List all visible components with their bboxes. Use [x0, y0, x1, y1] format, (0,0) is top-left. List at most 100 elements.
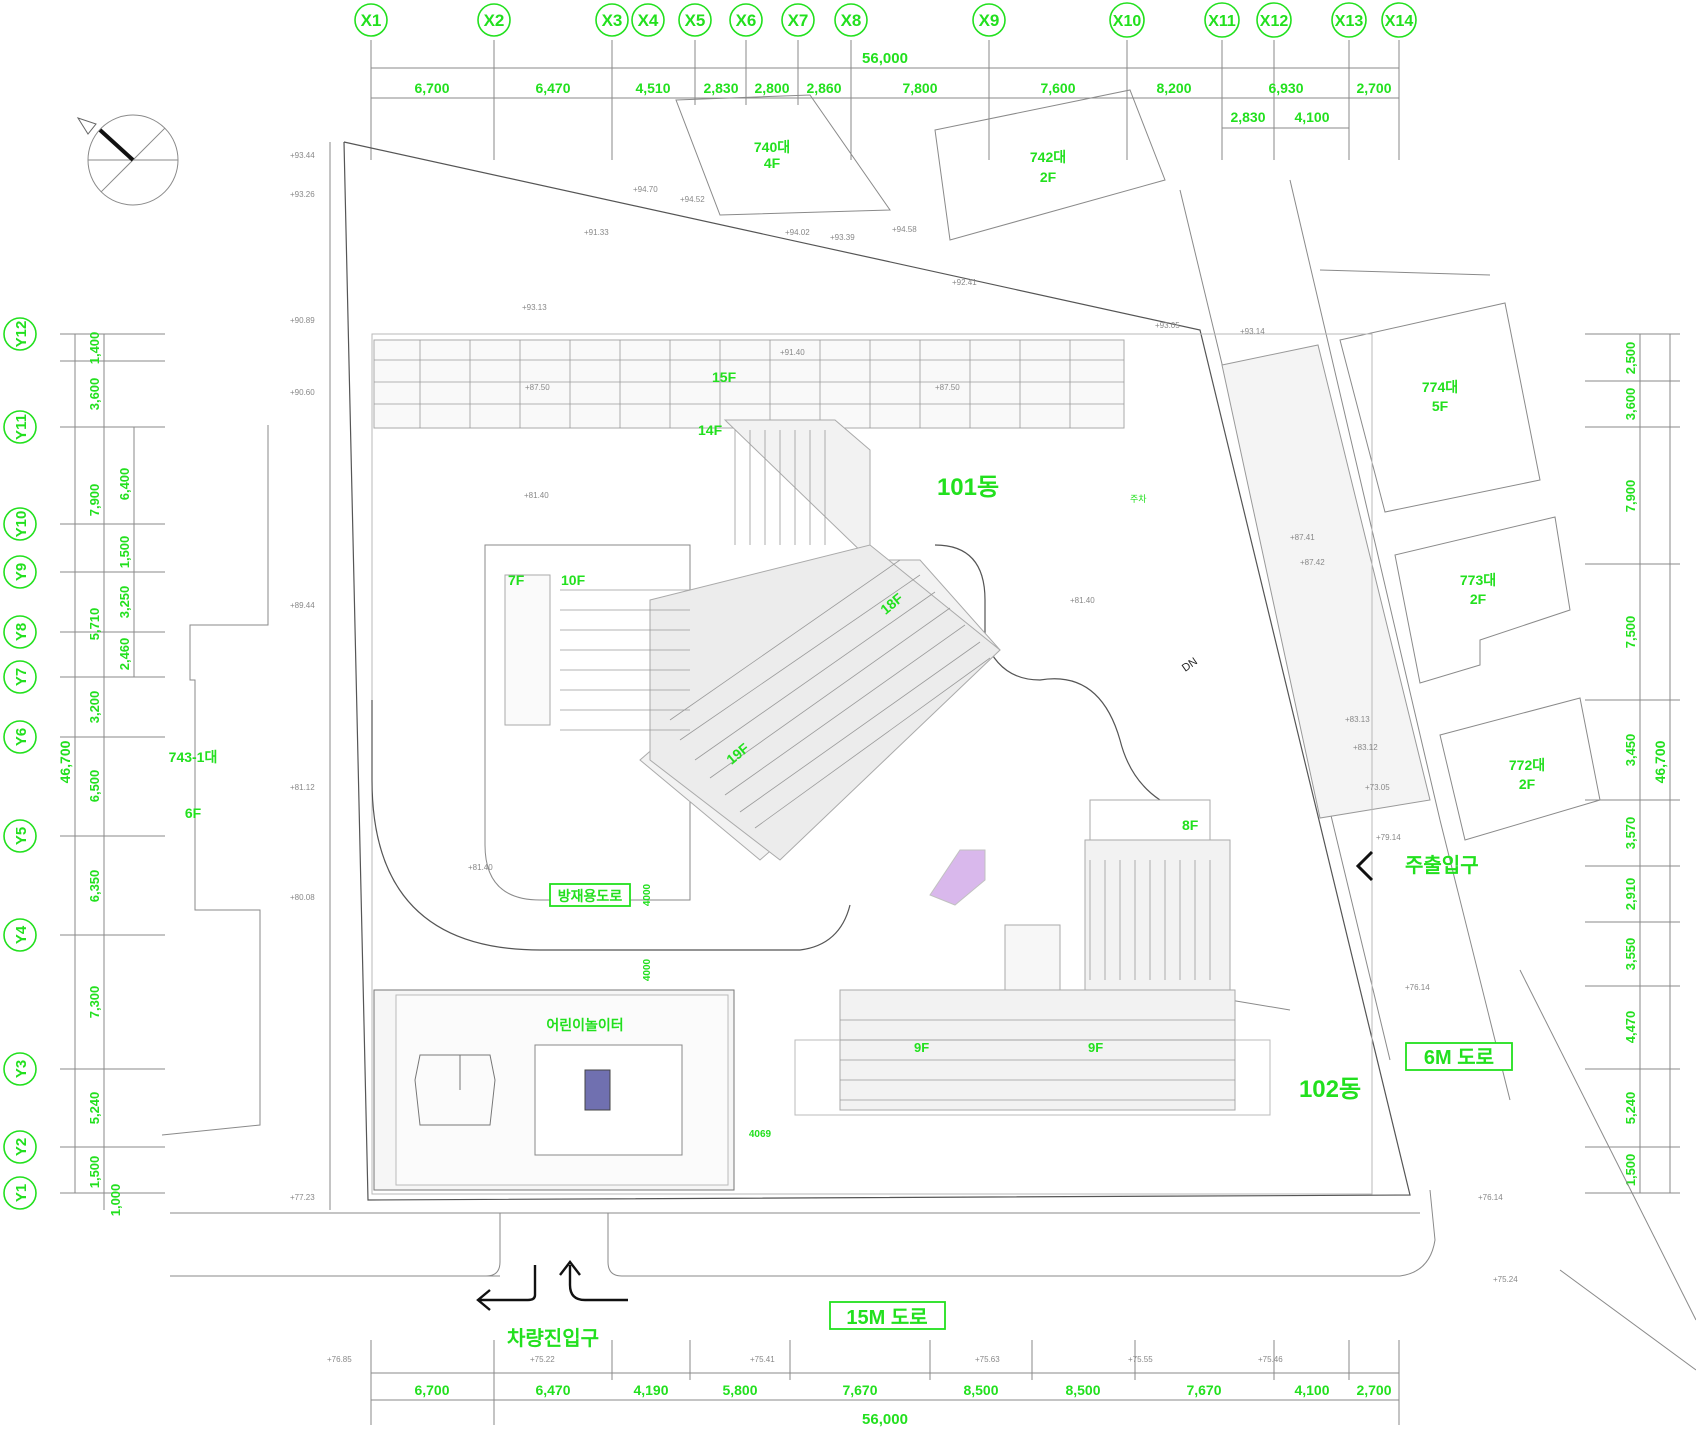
svg-text:15F: 15F: [712, 369, 737, 385]
arrow-left-icon: [1355, 850, 1374, 882]
svg-text:+93.14: +93.14: [1240, 327, 1265, 336]
svg-text:6,470: 6,470: [535, 80, 570, 96]
svg-text:+93.13: +93.13: [522, 303, 547, 312]
svg-text:+93.26: +93.26: [290, 190, 315, 199]
svg-text:2,500: 2,500: [1623, 342, 1638, 375]
svg-text:9F: 9F: [1088, 1040, 1103, 1055]
svg-text:4,470: 4,470: [1623, 1011, 1638, 1044]
svg-text:+76.14: +76.14: [1405, 983, 1430, 992]
svg-text:8F: 8F: [1182, 817, 1199, 833]
svg-text:+75.24: +75.24: [1493, 1275, 1518, 1284]
svg-text:3,550: 3,550: [1623, 938, 1638, 971]
svg-text:+75.63: +75.63: [975, 1355, 1000, 1364]
svg-text:+75.55: +75.55: [1128, 1355, 1153, 1364]
svg-text:X12: X12: [1260, 13, 1289, 30]
svg-text:X3: X3: [602, 11, 623, 30]
svg-text:X7: X7: [788, 11, 809, 30]
svg-text:102동: 102동: [1299, 1076, 1361, 1103]
grid-bubble-x8: X8: [834, 3, 868, 37]
svg-text:7,900: 7,900: [87, 484, 102, 517]
svg-text:X14: X14: [1385, 13, 1414, 30]
svg-text:2,700: 2,700: [1356, 80, 1391, 96]
svg-text:6,500: 6,500: [87, 770, 102, 803]
svg-text:Y9: Y9: [13, 563, 30, 581]
svg-text:56,000: 56,000: [862, 1411, 908, 1428]
svg-text:6,700: 6,700: [414, 80, 449, 96]
svg-text:+94.52: +94.52: [680, 195, 705, 204]
grid-bubble-x1: X1: [354, 3, 388, 37]
svg-text:+93.39: +93.39: [830, 233, 855, 242]
grid-bubble-x3: X3: [595, 3, 629, 37]
svg-text:3,450: 3,450: [1623, 734, 1638, 767]
svg-text:14F: 14F: [698, 422, 723, 438]
svg-text:Y8: Y8: [13, 623, 30, 641]
bottom-dimensions: 6,700 6,470 4,190 5,800 7,670 8,500 8,50…: [370, 1340, 1400, 1428]
svg-text:9F: 9F: [914, 1040, 929, 1055]
svg-text:6M 도로: 6M 도로: [1424, 1047, 1494, 1069]
svg-text:7,670: 7,670: [842, 1382, 877, 1398]
svg-text:56,000: 56,000: [862, 50, 908, 67]
building-site: [371, 333, 1373, 1195]
svg-text:7F: 7F: [508, 572, 525, 588]
svg-text:7,500: 7,500: [1623, 616, 1638, 649]
svg-text:+91.33: +91.33: [584, 228, 609, 237]
svg-text:740대: 740대: [754, 139, 790, 155]
svg-text:Y6: Y6: [13, 728, 30, 746]
svg-text:X8: X8: [841, 11, 862, 30]
sidewalk-hatch: [1221, 344, 1431, 819]
svg-text:+76.85: +76.85: [327, 1355, 352, 1364]
svg-text:4,100: 4,100: [1294, 109, 1329, 125]
svg-text:3,600: 3,600: [1623, 388, 1638, 421]
svg-text:5,240: 5,240: [1623, 1092, 1638, 1125]
svg-text:X4: X4: [638, 11, 659, 30]
grid-bubble-x4: X4: [631, 3, 665, 37]
neighbor-buildings: 740대 4F 742대 2F 774대 5F 773대 2F 772대 2F …: [161, 89, 1601, 1136]
svg-text:+83.13: +83.13: [1345, 715, 1370, 724]
svg-text:773대: 773대: [1460, 572, 1496, 588]
svg-text:+89.44: +89.44: [290, 601, 315, 610]
north-arrow-icon: [76, 114, 179, 206]
svg-text:4,510: 4,510: [635, 80, 670, 96]
svg-text:+93.05: +93.05: [1155, 321, 1180, 330]
grid-bubble-x5: X5: [678, 3, 712, 37]
svg-text:3,250: 3,250: [117, 586, 132, 619]
svg-text:+73.05: +73.05: [1365, 783, 1390, 792]
svg-text:+94.70: +94.70: [633, 185, 658, 194]
svg-text:3,200: 3,200: [87, 691, 102, 724]
svg-text:Y10: Y10: [13, 511, 30, 538]
arrow-in-icon: [476, 1265, 537, 1311]
svg-text:Y1: Y1: [13, 1184, 30, 1202]
svg-text:2,460: 2,460: [117, 638, 132, 671]
svg-text:+81.40: +81.40: [1070, 596, 1095, 605]
svg-text:2,830: 2,830: [703, 80, 738, 96]
svg-text:Y2: Y2: [13, 1138, 30, 1156]
svg-text:8,200: 8,200: [1156, 80, 1191, 96]
svg-text:4069: 4069: [749, 1129, 772, 1140]
svg-text:2,860: 2,860: [806, 80, 841, 96]
svg-text:주출입구: 주출입구: [1405, 854, 1479, 877]
svg-text:7,300: 7,300: [87, 986, 102, 1019]
svg-text:742대: 742대: [1030, 149, 1066, 165]
svg-text:15M 도로: 15M 도로: [846, 1307, 927, 1329]
svg-text:+77.23: +77.23: [290, 1193, 315, 1202]
svg-text:772대: 772대: [1509, 757, 1545, 773]
grid-bubble-x6: X6: [729, 3, 763, 37]
svg-text:6F: 6F: [185, 805, 202, 821]
svg-text:+94.58: +94.58: [892, 225, 917, 234]
svg-text:+92.41: +92.41: [952, 278, 977, 287]
svg-text:6,400: 6,400: [117, 468, 132, 501]
svg-text:774대: 774대: [1422, 379, 1458, 395]
svg-text:+87.41: +87.41: [1290, 533, 1315, 542]
playground-label: 어린이놀이터: [546, 1017, 623, 1033]
grid-bubble-x13: X13: [1331, 2, 1367, 38]
svg-text:101동: 101동: [937, 474, 999, 501]
vehicle-entrance-label: 차량진입구: [476, 1260, 628, 1350]
svg-text:2,910: 2,910: [1623, 878, 1638, 911]
svg-text:X11: X11: [1208, 13, 1236, 30]
svg-text:8,500: 8,500: [963, 1382, 998, 1398]
svg-text:3,600: 3,600: [87, 378, 102, 411]
svg-text:6,350: 6,350: [87, 870, 102, 903]
svg-text:어린이놀이터: 어린이놀이터: [546, 1017, 623, 1033]
svg-text:Y5: Y5: [13, 827, 30, 845]
